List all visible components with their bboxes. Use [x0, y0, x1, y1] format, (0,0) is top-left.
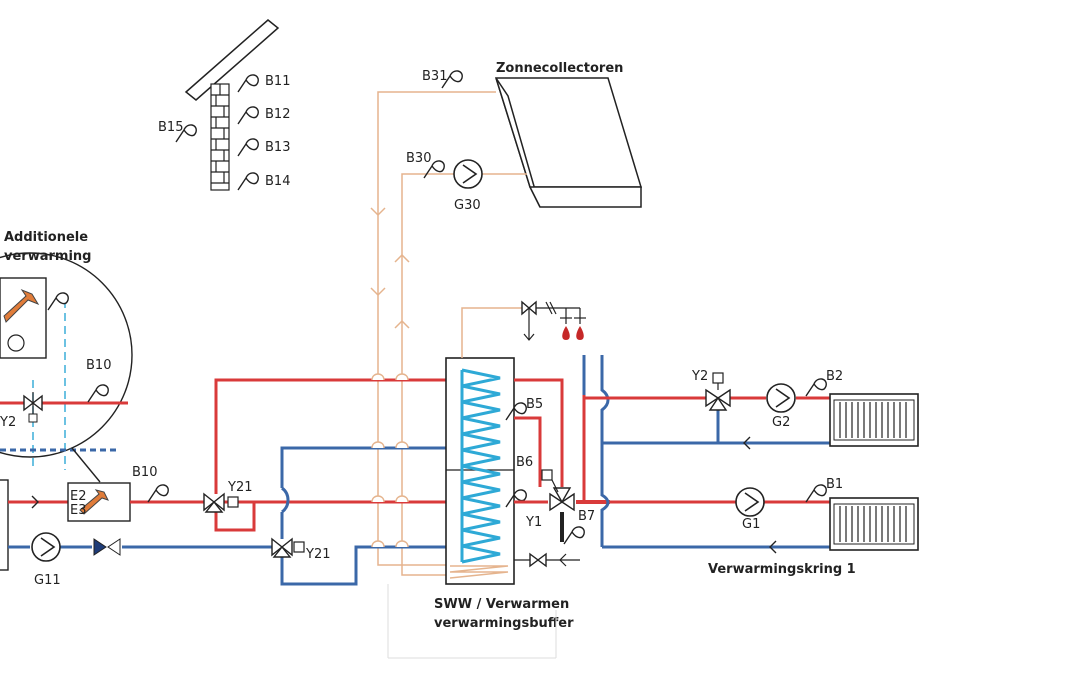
collector-title: Zonnecollectoren — [496, 61, 623, 76]
label-b30: B30 — [406, 151, 431, 166]
pump-g30 — [453, 159, 483, 189]
valve-y1 — [541, 469, 575, 512]
valve-y21-bottom — [271, 537, 305, 558]
radiator-circuit-2 — [829, 393, 919, 447]
pump-g2 — [766, 383, 796, 413]
sensor-b7 — [563, 526, 585, 545]
sensor-b12 — [237, 106, 259, 125]
heating-circuits — [582, 355, 830, 554]
tank-label-line1: SWW / Verwarmen — [434, 597, 569, 612]
boiler-circuit — [0, 479, 272, 571]
circuit-label: Verwarmingskring 1 — [708, 562, 856, 577]
label-g2: G2 — [772, 415, 790, 430]
additional-heating-detail — [0, 252, 133, 470]
label-y2-circle: Y2 — [0, 415, 16, 430]
label-y21-top: Y21 — [227, 480, 252, 495]
label-e3: E3 — [70, 503, 87, 518]
pump-g1 — [735, 487, 765, 517]
label-b2: B2 — [826, 369, 843, 384]
label-b13: B13 — [265, 140, 290, 155]
label-e2: E2 — [70, 489, 87, 504]
additional-heating-line1: Additionele — [4, 230, 88, 245]
radiator-circuit-1 — [829, 497, 919, 551]
label-g1: G1 — [742, 517, 760, 532]
label-b11: B11 — [265, 74, 290, 89]
label-b10-line: B10 — [132, 465, 157, 480]
label-b15: B15 — [158, 120, 183, 135]
label-b14: B14 — [265, 174, 290, 189]
valve-y21-top — [203, 492, 239, 513]
label-y1: Y1 — [525, 515, 542, 530]
label-b5: B5 — [526, 397, 543, 412]
label-y2: Y2 — [691, 369, 708, 384]
additional-heating-line2: verwarming — [4, 249, 91, 264]
label-b6: B6 — [516, 455, 533, 470]
sensor-b13 — [237, 138, 259, 157]
sensor-b10-line — [147, 484, 169, 503]
brick-wall — [210, 83, 230, 191]
pump-g11 — [31, 532, 61, 562]
label-b10-circle: B10 — [86, 358, 111, 373]
label-b1: B1 — [826, 477, 843, 492]
cold-return-lines — [280, 446, 446, 586]
valve-y2 — [705, 372, 731, 411]
buffer-tank — [445, 357, 515, 585]
pipe-crossovers — [371, 373, 409, 548]
label-y21-bottom: Y21 — [305, 547, 330, 562]
dhw-outlet — [461, 300, 586, 358]
solar-collector — [494, 77, 643, 208]
label-g11: G11 — [34, 573, 61, 588]
tank-label-line2: verwarmingsbuffer — [434, 616, 574, 631]
label-b31: B31 — [422, 69, 447, 84]
sensor-b2 — [805, 378, 827, 397]
label-b7: B7 — [578, 509, 595, 524]
label-b12: B12 — [265, 107, 290, 122]
label-g30: G30 — [454, 198, 481, 213]
hot-supply-lines — [214, 378, 446, 532]
roof-collector — [184, 19, 280, 191]
sensor-b11 — [237, 74, 259, 93]
sensor-b14 — [237, 172, 259, 191]
sensor-b1 — [805, 484, 827, 503]
detail-leader — [71, 447, 101, 483]
cold-feed — [514, 552, 580, 568]
